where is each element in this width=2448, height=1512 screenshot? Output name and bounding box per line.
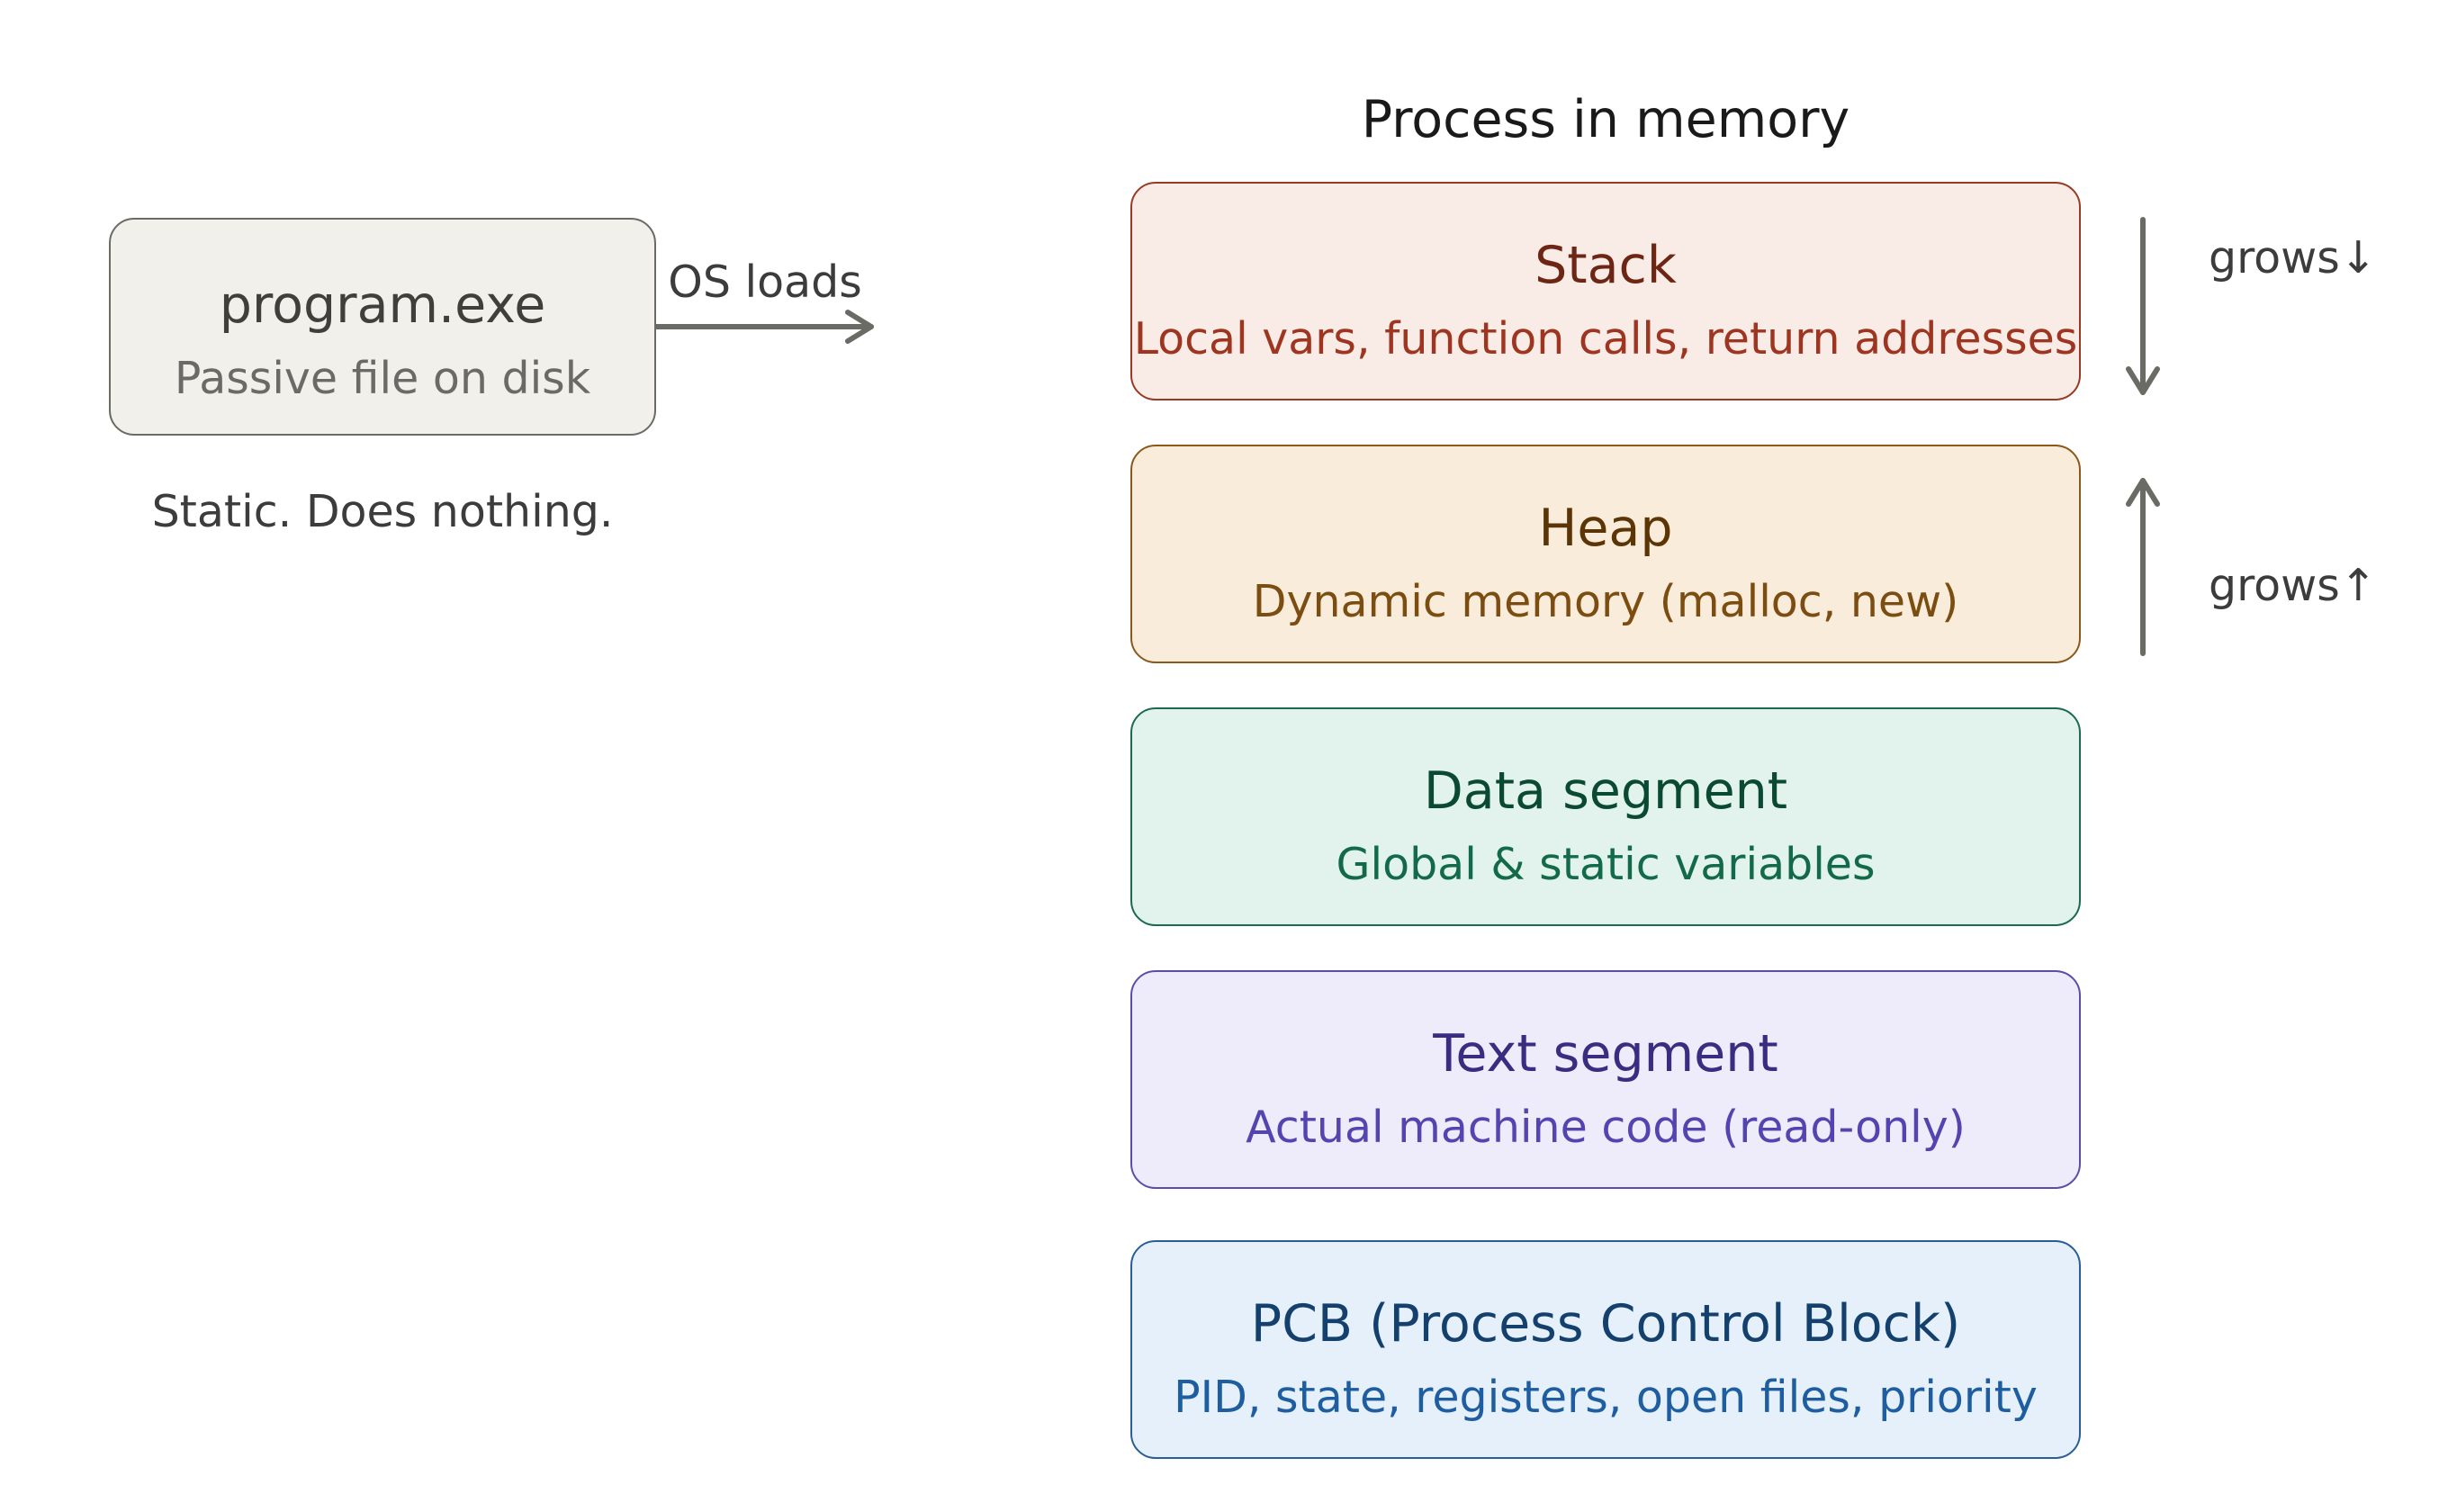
data-segment-description: Global & static variables xyxy=(1336,839,1876,890)
memory-title: Process in memory xyxy=(1361,90,1850,149)
program-file-description: Passive file on disk xyxy=(174,353,591,404)
program-caption: Static. Does nothing. xyxy=(151,486,614,537)
pcb-segment-title: PCB (Process Control Block) xyxy=(1250,1294,1961,1354)
os-loads-arrow xyxy=(653,310,874,344)
stack-grows-down-arrow xyxy=(2126,217,2160,395)
text-segment: Text segment Actual machine code (read-o… xyxy=(1130,970,2081,1189)
os-loads-label: OS loads xyxy=(668,256,862,308)
data-segment-title: Data segment xyxy=(1423,761,1788,821)
program-file-name: program.exe xyxy=(219,275,546,335)
heap-grows-up-arrow xyxy=(2126,478,2160,656)
heap-segment: Heap Dynamic memory (malloc, new) xyxy=(1130,445,2081,663)
data-segment: Data segment Global & static variables xyxy=(1130,707,2081,926)
pcb-segment-description: PID, state, registers, open files, prior… xyxy=(1174,1372,2038,1423)
heap-growth-label: grows↑ xyxy=(2209,560,2377,611)
stack-growth-label: grows↓ xyxy=(2209,232,2377,284)
text-segment-description: Actual machine code (read-only) xyxy=(1246,1102,1966,1153)
stack-segment-title: Stack xyxy=(1534,236,1677,295)
heap-segment-description: Dynamic memory (malloc, new) xyxy=(1252,576,1959,627)
heap-segment-title: Heap xyxy=(1538,499,1673,558)
stack-segment: Stack Local vars, function calls, return… xyxy=(1130,182,2081,400)
stack-segment-description: Local vars, function calls, return addre… xyxy=(1133,313,2078,364)
text-segment-title: Text segment xyxy=(1433,1024,1778,1084)
pcb-segment: PCB (Process Control Block) PID, state, … xyxy=(1130,1240,2081,1459)
program-file-box: program.exe Passive file on disk xyxy=(109,218,656,436)
